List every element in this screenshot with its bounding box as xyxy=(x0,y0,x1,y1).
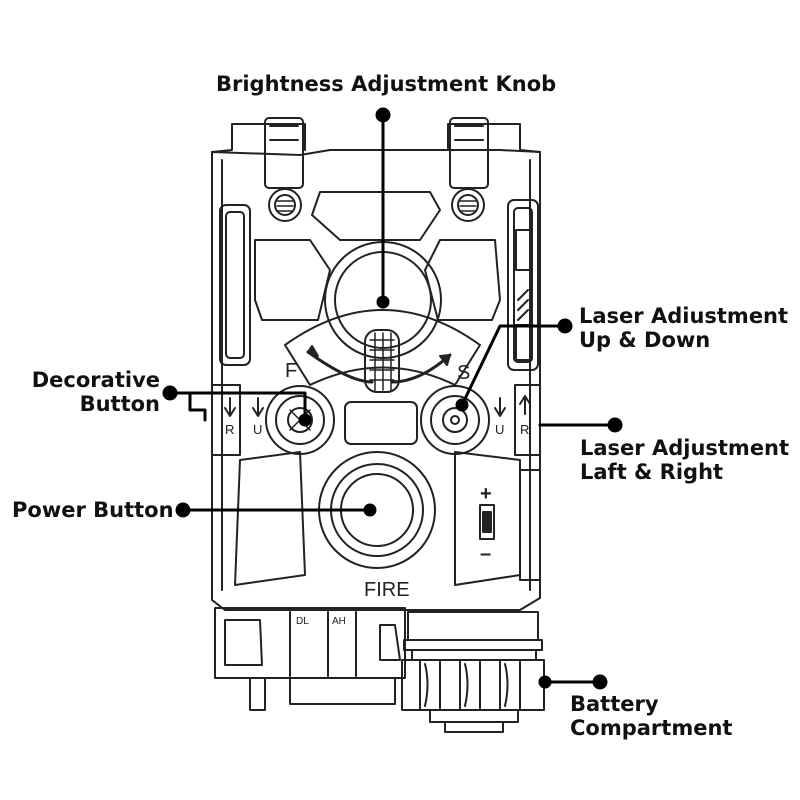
brightness-dot-bottom xyxy=(376,295,390,309)
battery-compartment-label-line-1: Battery xyxy=(570,692,659,716)
decorative-bracket xyxy=(188,391,207,422)
dl-marking: DL xyxy=(296,616,309,627)
up-down-dot-start xyxy=(455,398,469,412)
battery-dot-end xyxy=(592,674,608,690)
up-down-dot-end xyxy=(557,318,573,334)
brightness-knob-label: Brightness Adjustment Knob xyxy=(216,72,556,96)
front-face-panels xyxy=(254,191,501,321)
ah-marking: AH xyxy=(332,616,346,627)
dial-f-marking: F xyxy=(285,360,297,382)
power-button-part xyxy=(234,451,541,586)
laser-left-right-label-line-1: Laser Adjustment xyxy=(580,436,790,460)
decorative-button-label-line-1: Decorative xyxy=(31,368,160,392)
lower-mount xyxy=(214,607,406,711)
battery-minus-marking: – xyxy=(480,543,491,565)
fire-marking: FIRE xyxy=(364,579,410,601)
power-dot-end xyxy=(175,502,191,518)
callout-lines xyxy=(162,107,623,690)
decorative-button-label: Decorative Button xyxy=(32,368,160,416)
laser-left-right-label: Laser Adjustment Laft & Right xyxy=(580,436,789,484)
brightness-dot-top xyxy=(375,107,391,123)
left-right-dot-end xyxy=(607,417,623,433)
decorative-dot-start xyxy=(298,413,312,427)
side-adjustment-tabs xyxy=(211,384,541,456)
power-button-label-line-1: Power Button xyxy=(12,498,174,522)
housing xyxy=(211,123,541,611)
right-r-marking: R xyxy=(520,422,529,437)
dial-s-marking: S xyxy=(457,362,470,384)
laser-left-right-label-line-2: Laft & Right xyxy=(580,460,724,484)
battery-compartment-label: Battery Compartment xyxy=(570,692,732,740)
laser-up-down-label: Laser Adiustment Up & Down xyxy=(579,304,788,352)
up-down-leader xyxy=(460,324,567,407)
battery-compartment-label-line-2: Compartment xyxy=(570,716,733,740)
left-u-marking: U xyxy=(253,422,262,437)
decorative-button-label-line-2: Button xyxy=(79,392,160,416)
laser-up-down-label-line-1: Laser Adiustment xyxy=(579,304,789,328)
battery-dot-start xyxy=(538,675,552,689)
decorative-dot-end xyxy=(162,385,178,401)
laser-up-down-label-line-2: Up & Down xyxy=(579,328,711,352)
left-r-marking: R xyxy=(225,422,234,437)
power-button-label: Power Button xyxy=(12,498,174,522)
battery-cap-part xyxy=(401,611,545,733)
battery-plus-marking: + xyxy=(480,483,492,505)
right-u-marking: U xyxy=(495,422,504,437)
top-clips xyxy=(264,117,489,222)
power-dot-start xyxy=(363,503,377,517)
decorative-leader xyxy=(168,391,307,422)
brightness-knob-label-line-1: Brightness Adjustment Knob xyxy=(216,72,557,96)
